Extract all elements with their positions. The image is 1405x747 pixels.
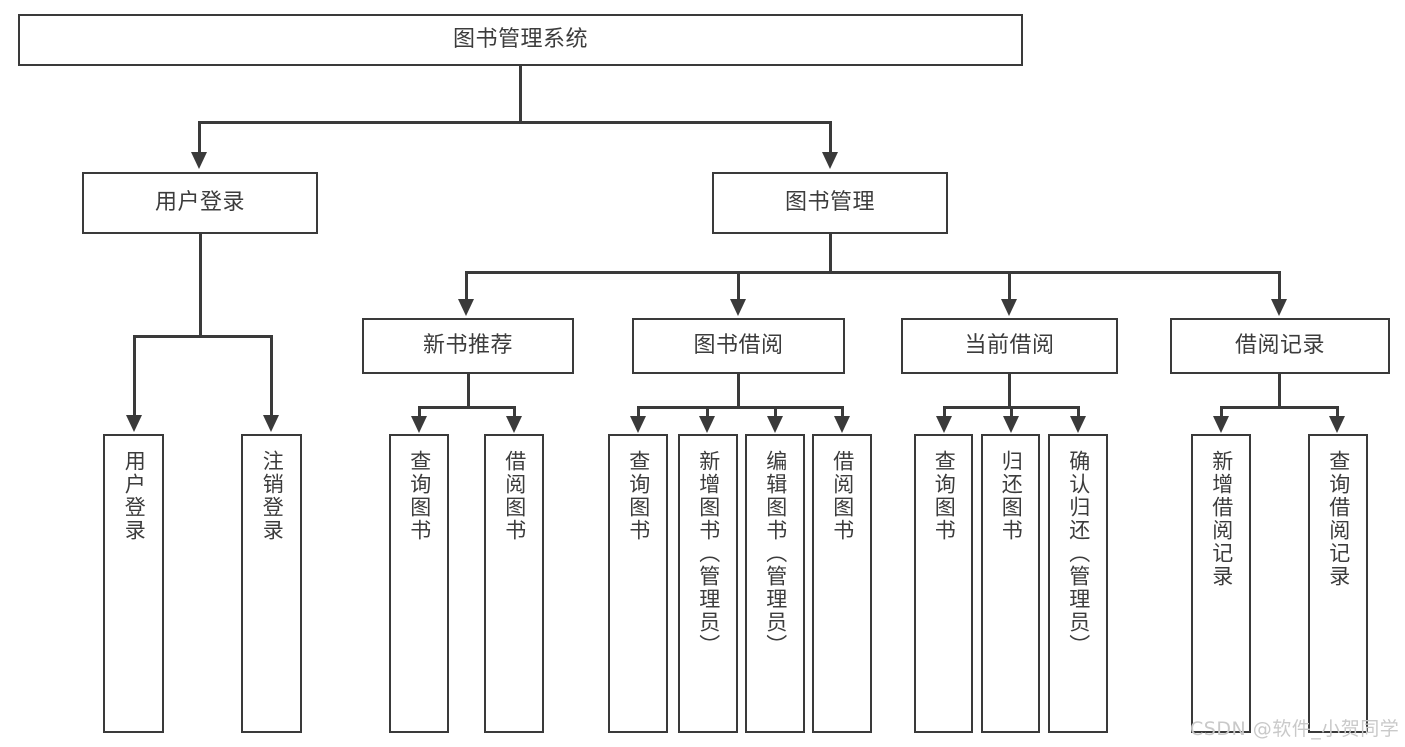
node-leaf-query-book-current[interactable]: 查询图书	[914, 434, 973, 733]
arrowhead-user-login	[191, 152, 207, 169]
connector-to-borrow-record	[1278, 271, 1281, 300]
arrowhead-leaf-borrow-book-rec	[506, 416, 522, 433]
connector-level1-bus	[198, 121, 831, 124]
connector-br-drop-1	[1220, 406, 1223, 418]
node-leaf-add-borrow-record-label: 新增借阅记录	[1209, 450, 1234, 588]
connector-to-current-borrow	[1008, 271, 1011, 300]
node-leaf-query-book-borrow-label: 查询图书	[626, 450, 651, 542]
arrowhead-leaf-confirm-return	[1070, 416, 1086, 433]
connector-user-login-bus	[133, 335, 272, 338]
node-leaf-query-borrow-record[interactable]: 查询借阅记录	[1308, 434, 1368, 733]
node-leaf-logout[interactable]: 注销登录	[241, 434, 302, 733]
arrowhead-leaf-borrow-book	[834, 416, 850, 433]
node-leaf-add-book[interactable]: 新增图书（管理员）	[678, 434, 738, 733]
node-book-management-label: 图书管理	[784, 190, 875, 216]
node-current-borrow[interactable]: 当前借阅	[901, 318, 1118, 374]
arrowhead-leaf-return-book	[1003, 416, 1019, 433]
connector-cb-drop-3	[1077, 406, 1080, 418]
node-leaf-add-borrow-record[interactable]: 新增借阅记录	[1191, 434, 1251, 733]
node-leaf-query-book-rec-label: 查询图书	[407, 450, 432, 542]
node-user-login-label: 用户登录	[154, 190, 245, 216]
node-leaf-confirm-return[interactable]: 确认归还（管理员）	[1048, 434, 1108, 733]
node-leaf-borrow-book-rec[interactable]: 借阅图书	[484, 434, 544, 733]
arrowhead-book-borrow	[730, 299, 746, 316]
node-leaf-add-book-label: 新增图书（管理员）	[696, 450, 721, 657]
node-user-login[interactable]: 用户登录	[82, 172, 318, 234]
connector-cb-drop-1	[943, 406, 946, 418]
connector-user-login-drop-2	[270, 335, 273, 416]
node-leaf-edit-book-label: 编辑图书（管理员）	[763, 450, 788, 657]
arrowhead-leaf-query-book-rec	[411, 416, 427, 433]
node-book-borrow-label: 图书借阅	[693, 333, 784, 359]
node-leaf-borrow-book-label: 借阅图书	[830, 450, 855, 542]
node-current-borrow-label: 当前借阅	[964, 333, 1055, 359]
node-leaf-borrow-book-rec-label: 借阅图书	[502, 450, 527, 542]
connector-to-book-management	[829, 121, 832, 153]
node-root[interactable]: 图书管理系统	[18, 14, 1023, 66]
arrowhead-borrow-record	[1271, 299, 1287, 316]
arrowhead-book-management	[822, 152, 838, 169]
node-leaf-user-login[interactable]: 用户登录	[103, 434, 164, 733]
connector-bb-drop-2	[706, 406, 709, 418]
arrowhead-leaf-query-book-borrow	[630, 416, 646, 433]
node-borrow-record-label: 借阅记录	[1234, 333, 1325, 359]
connector-cb-drop-2	[1010, 406, 1013, 418]
arrowhead-leaf-logout	[263, 415, 279, 432]
connector-bb-drop-1	[637, 406, 640, 418]
node-leaf-query-borrow-record-label: 查询借阅记录	[1326, 450, 1351, 588]
connector-user-login-drop-1	[133, 335, 136, 416]
connector-current-borrow-stem	[1008, 374, 1011, 407]
arrowhead-leaf-query-book-current	[936, 416, 952, 433]
connector-to-user-login	[198, 121, 201, 153]
connector-nbr-drop-1	[418, 406, 421, 418]
node-leaf-user-login-label: 用户登录	[122, 450, 147, 542]
node-leaf-borrow-book[interactable]: 借阅图书	[812, 434, 872, 733]
connector-to-book-borrow	[737, 271, 740, 300]
csdn-watermark: CSDN @软件_小贺同学	[1190, 718, 1400, 740]
arrowhead-leaf-user-login	[126, 415, 142, 432]
connector-br-drop-2	[1336, 406, 1339, 418]
node-root-label: 图书管理系统	[452, 27, 588, 53]
node-leaf-edit-book[interactable]: 编辑图书（管理员）	[745, 434, 805, 733]
connector-to-new-book-recommend	[465, 271, 468, 300]
node-leaf-query-book-current-label: 查询图书	[932, 450, 957, 542]
connector-new-book-recommend-bus	[418, 406, 516, 409]
arrowhead-leaf-add-borrow-record	[1213, 416, 1229, 433]
node-new-book-recommend-label: 新书推荐	[422, 333, 513, 359]
arrowhead-leaf-query-borrow-record	[1329, 416, 1345, 433]
node-leaf-query-book-rec[interactable]: 查询图书	[389, 434, 449, 733]
node-leaf-logout-label: 注销登录	[260, 450, 285, 542]
node-book-borrow[interactable]: 图书借阅	[632, 318, 845, 374]
node-leaf-return-book[interactable]: 归还图书	[981, 434, 1040, 733]
connector-borrow-record-bus	[1220, 406, 1338, 409]
connector-user-login-stem	[199, 234, 202, 335]
connector-nbr-drop-2	[513, 406, 516, 418]
connector-bb-drop-3	[774, 406, 777, 418]
connector-book-borrow-bus	[637, 406, 842, 409]
connector-level2-bus	[465, 271, 1281, 274]
connector-new-book-recommend-stem	[467, 374, 470, 407]
node-leaf-confirm-return-label: 确认归还（管理员）	[1066, 450, 1091, 657]
node-leaf-query-book-borrow[interactable]: 查询图书	[608, 434, 668, 733]
connector-borrow-record-stem	[1278, 374, 1281, 407]
node-borrow-record[interactable]: 借阅记录	[1170, 318, 1390, 374]
connector-root-stem	[519, 66, 522, 121]
connector-book-borrow-stem	[737, 374, 740, 407]
arrowhead-new-book-recommend	[458, 299, 474, 316]
connector-bb-drop-4	[841, 406, 844, 418]
connector-book-management-stem	[829, 234, 832, 272]
node-new-book-recommend[interactable]: 新书推荐	[362, 318, 574, 374]
node-book-management[interactable]: 图书管理	[712, 172, 948, 234]
node-leaf-return-book-label: 归还图书	[999, 450, 1024, 542]
arrowhead-leaf-add-book	[699, 416, 715, 433]
arrowhead-leaf-edit-book	[767, 416, 783, 433]
arrowhead-current-borrow	[1001, 299, 1017, 316]
